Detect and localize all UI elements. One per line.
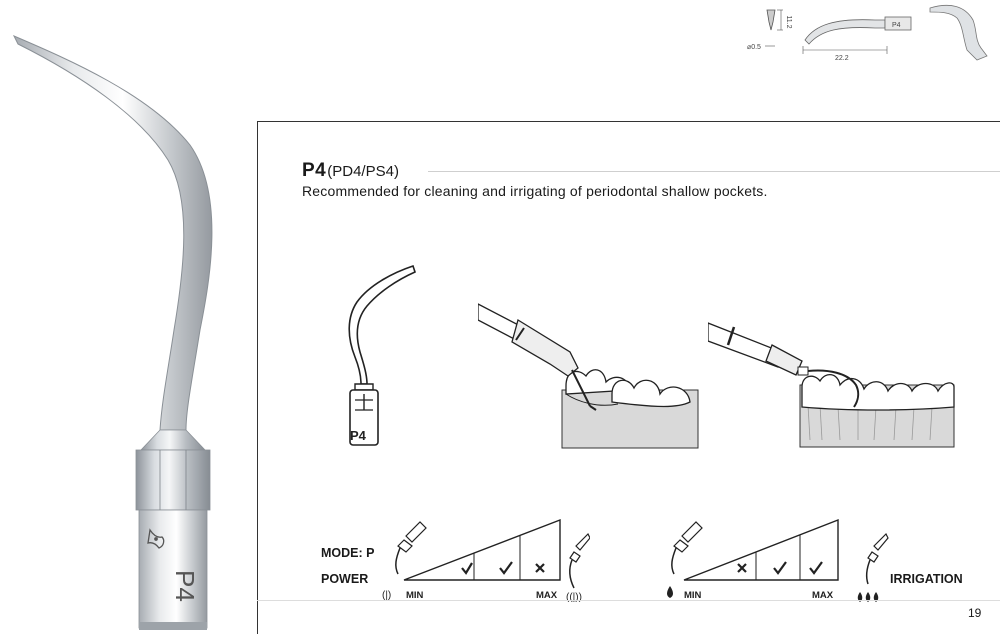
tip-dimension-drawing: 11.2 ⌀0.5 P4 22.2 — [747, 4, 988, 62]
handpiece-max-icon — [569, 532, 590, 589]
page-number: 19 — [968, 606, 982, 620]
title-sub: (PD4/PS4) — [327, 163, 399, 180]
irrigation-scale: MIN MAX — [667, 518, 889, 602]
power-label: POWER — [321, 572, 369, 586]
scaler-tip-image: P4 — [12, 35, 213, 630]
spec-tip-label: P4 — [892, 22, 901, 29]
tip-marking: P4 — [170, 570, 200, 602]
water-drop-icon — [667, 586, 673, 598]
power-scale: (|) MIN MAX ((|)) — [382, 518, 590, 603]
illustration-tip-label: P4 — [350, 428, 367, 443]
mode-label: MODE: P — [321, 546, 375, 560]
title-main: P4 — [302, 160, 327, 181]
brand-logo-icon — [147, 528, 165, 549]
content-panel — [257, 121, 1000, 634]
spec-diameter: ⌀0.5 — [747, 44, 761, 51]
vibration-icon: (|) — [382, 590, 391, 601]
irrigation-label: IRRIGATION — [890, 572, 963, 586]
power-level-3-cross-icon — [535, 563, 545, 573]
irrigation-level-1-cross-icon — [737, 563, 747, 573]
spec-height: 11.2 — [785, 15, 792, 28]
handpiece-irrigation-max-icon — [865, 532, 889, 585]
teeth-scaling-illustration-1 — [478, 303, 699, 449]
footer-divider — [257, 600, 1000, 601]
teeth-scaling-illustration-2 — [708, 322, 955, 448]
irrigation-level-3-check-icon — [809, 561, 823, 575]
title-divider — [428, 171, 1000, 172]
handpiece-irrigation-icon — [671, 521, 703, 575]
page-title: P4 (PD4/PS4) — [302, 160, 399, 182]
power-level-1-check-icon — [461, 562, 473, 575]
vibration-max-icon: ((|)) — [566, 592, 582, 603]
handpiece-icon — [395, 521, 427, 575]
water-drops-max-icon — [857, 592, 879, 602]
spec-length: 22.2 — [835, 55, 849, 62]
power-max-label: MAX — [536, 590, 558, 601]
description: Recommended for cleaning and irrigating … — [302, 183, 768, 199]
power-level-2-check-icon — [499, 561, 513, 575]
power-min-label: MIN — [406, 590, 424, 601]
irrigation-level-2-check-icon — [773, 561, 787, 575]
tip-outline-illustration: P4 — [348, 264, 416, 446]
irrigation-max-label: MAX — [812, 590, 834, 601]
irrigation-min-label: MIN — [684, 590, 702, 601]
